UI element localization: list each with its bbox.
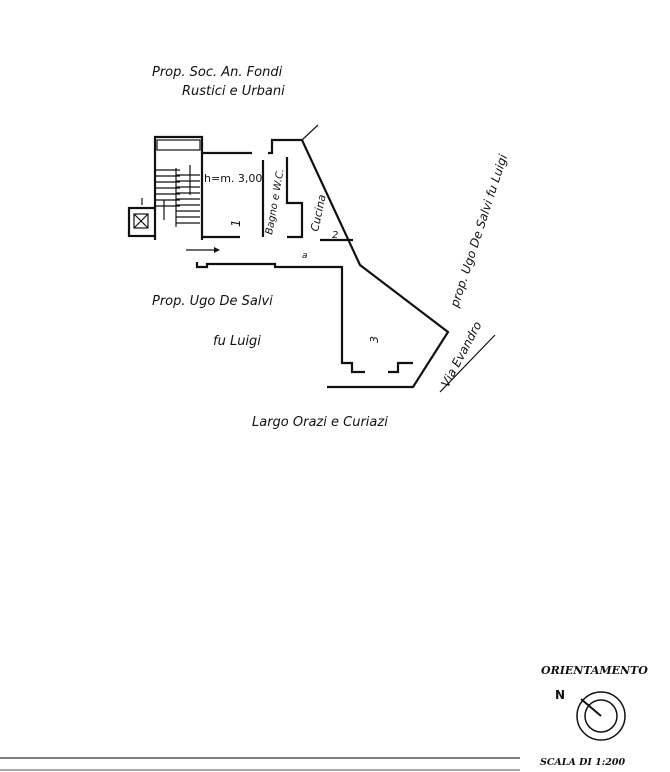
compass-inner-circle <box>584 699 618 733</box>
street-largo-orazi: Largo Orazi e Curiazi <box>252 415 388 430</box>
room-2-label: 2 <box>332 230 338 241</box>
orientation-legend: ORIENTAMENTO N SCALA DI 1:200 <box>540 664 648 768</box>
kitchen-label: Cucina <box>308 193 329 233</box>
room-1-label: 1 <box>229 219 243 227</box>
bathroom-label: Bagno e W.C. <box>264 168 286 236</box>
plan-walls <box>127 124 450 389</box>
owner-left-line1: Prop. Ugo De Salvi <box>152 294 273 309</box>
north-arrow-icon <box>580 698 602 717</box>
north-label: N <box>555 688 565 702</box>
owner-top-line1: Prop. Soc. An. Fondi <box>152 65 283 80</box>
compass-outer-circle <box>576 691 626 741</box>
owner-top-line2: Rustici e Urbani <box>182 84 285 99</box>
hall-label: a <box>302 251 308 261</box>
ceiling-height-label: h=m. 3,00 <box>204 172 262 185</box>
scale-label: SCALA DI 1:200 <box>540 757 625 768</box>
staircase <box>155 165 200 227</box>
owner-left-line2: fu Luigi <box>213 334 261 349</box>
elevator-symbol <box>127 206 157 238</box>
owner-right-label: prop. Ugo De Salvi fu Luigi <box>447 152 510 310</box>
room-3-label: 3 <box>368 336 381 343</box>
orientation-title: ORIENTAMENTO <box>541 664 648 677</box>
